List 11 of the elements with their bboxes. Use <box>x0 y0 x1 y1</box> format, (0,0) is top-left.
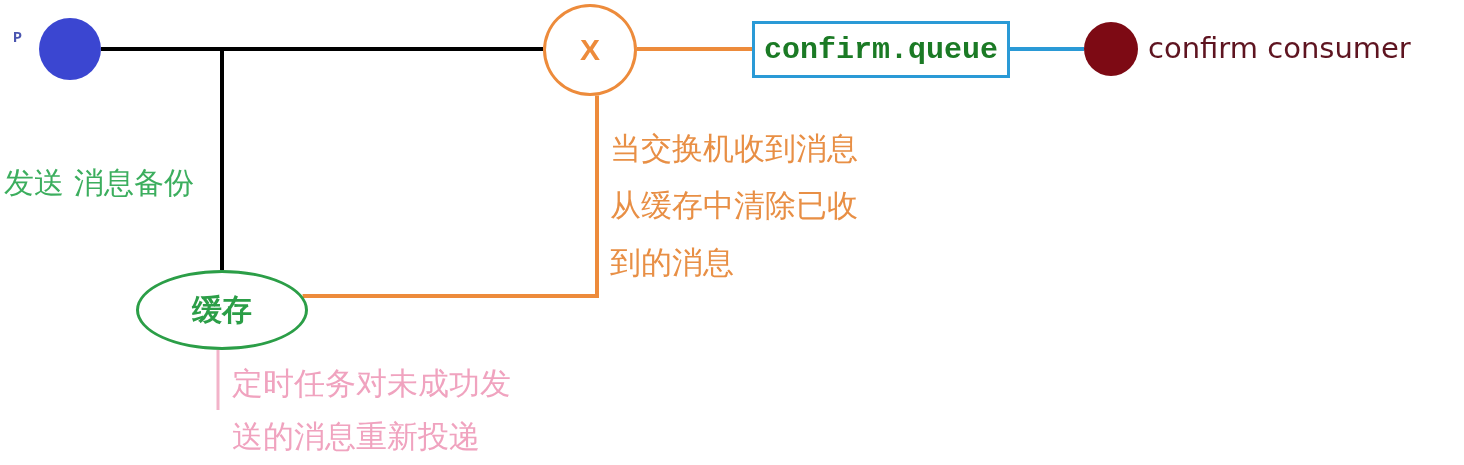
connector-line <box>1010 47 1084 51</box>
connector-line <box>637 47 752 51</box>
connector-line <box>101 47 224 270</box>
leader-line <box>216 350 220 412</box>
note-text: 定时任务对未成功发送的消息重新投递 <box>218 357 522 463</box>
queue-box: confirm.queue <box>752 21 1010 78</box>
connector-line <box>302 95 599 298</box>
exchange-circle: X <box>543 4 637 96</box>
node-label: confirm consumer <box>1148 30 1411 66</box>
cache-ellipse: 缓存 <box>136 270 308 350</box>
node-label: P <box>13 29 22 49</box>
